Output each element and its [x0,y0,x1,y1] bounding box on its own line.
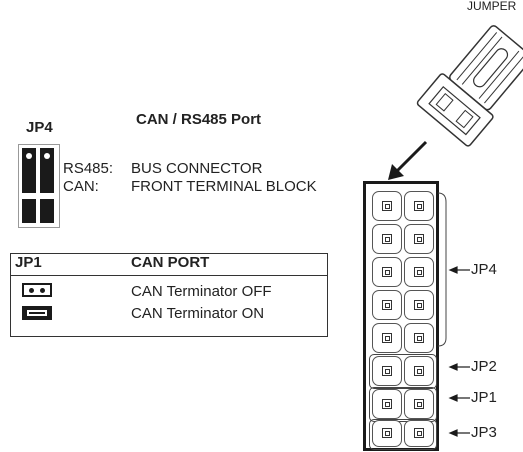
jp4-legend-title: JP4 [26,119,53,136]
jumper-header-board [363,181,439,451]
jp4-legend-heading: CAN / RS485 Port [136,111,262,128]
header-label-jp2: JP2 [471,358,497,375]
jp4-bracket [437,192,447,347]
jumper-open-icon [22,283,52,297]
jp1-table-header-can-port: CAN PORT [131,254,210,271]
can-terminator-on-label: CAN Terminator ON [131,305,265,322]
jumper-illustration [416,25,523,147]
jumper-label: JUMPER [467,0,517,13]
insert-arrow [388,140,428,180]
header-label-jp3: JP3 [471,424,497,441]
header-label-jp4: JP4 [471,261,497,278]
jumper-closed-icon [22,306,52,320]
jp4-rs485-mode: RS485: [63,160,114,177]
label-arrows [448,266,470,437]
jp4-rs485-desc: BUS CONNECTOR [131,160,263,177]
jp1-table-header-jp1: JP1 [15,254,42,271]
jp4-can-mode: CAN: [63,178,99,195]
can-terminator-off-label: CAN Terminator OFF [131,283,272,300]
header-label-jp1: JP1 [471,389,497,406]
jp4-can-desc: FRONT TERMINAL BLOCK [131,178,317,195]
jp1-table [10,253,328,337]
